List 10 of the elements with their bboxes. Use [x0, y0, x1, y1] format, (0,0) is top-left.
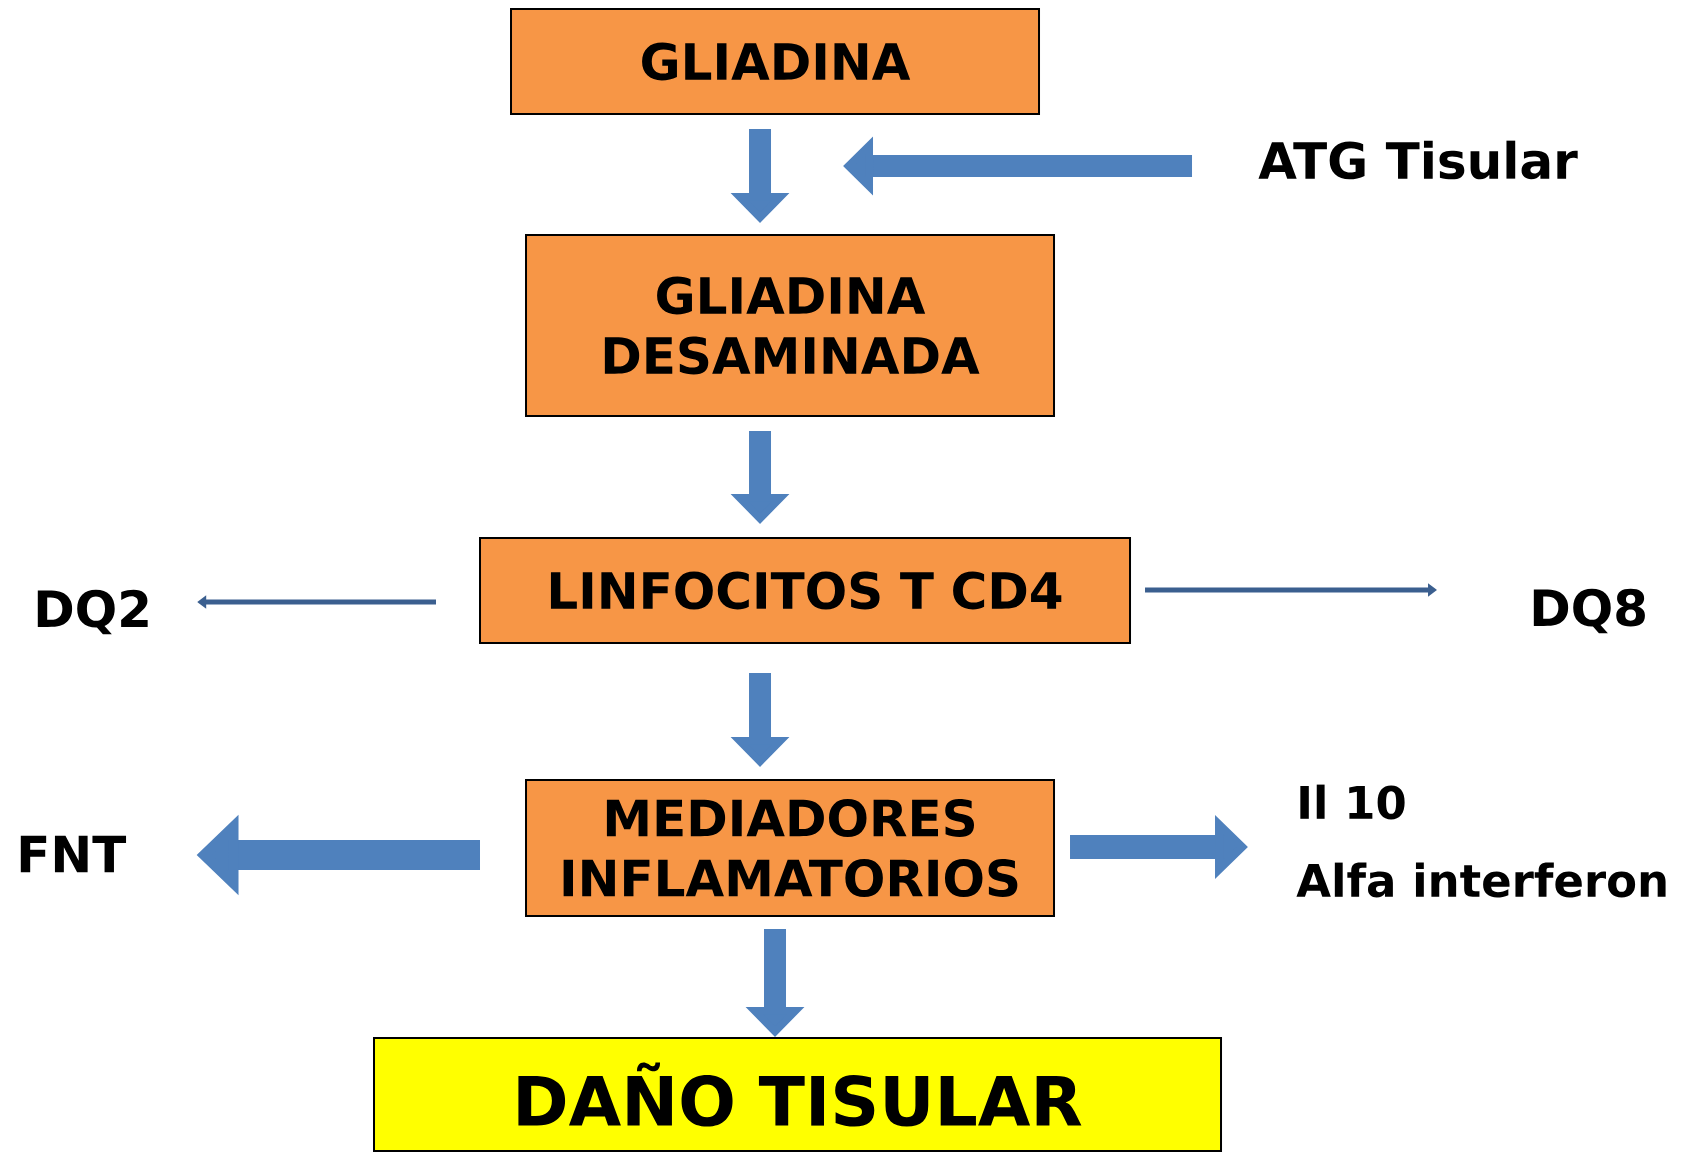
process-box: LINFOCITOS T CD4 [479, 537, 1131, 644]
text-label: ATG Tisular [1258, 140, 1578, 180]
text-label: Il 10 Alfa interferon [1296, 784, 1666, 898]
text-label: DQ8 [1533, 588, 1645, 634]
process-box: MEDIADORES INFLAMATORIOS [525, 779, 1055, 917]
process-box: GLIADINA [510, 8, 1040, 115]
text-label: DQ2 [37, 589, 148, 635]
text-label: FNT [20, 835, 127, 873]
process-box: DAÑO TISULAR [373, 1037, 1222, 1152]
process-box: GLIADINA DESAMINADA [525, 234, 1055, 417]
